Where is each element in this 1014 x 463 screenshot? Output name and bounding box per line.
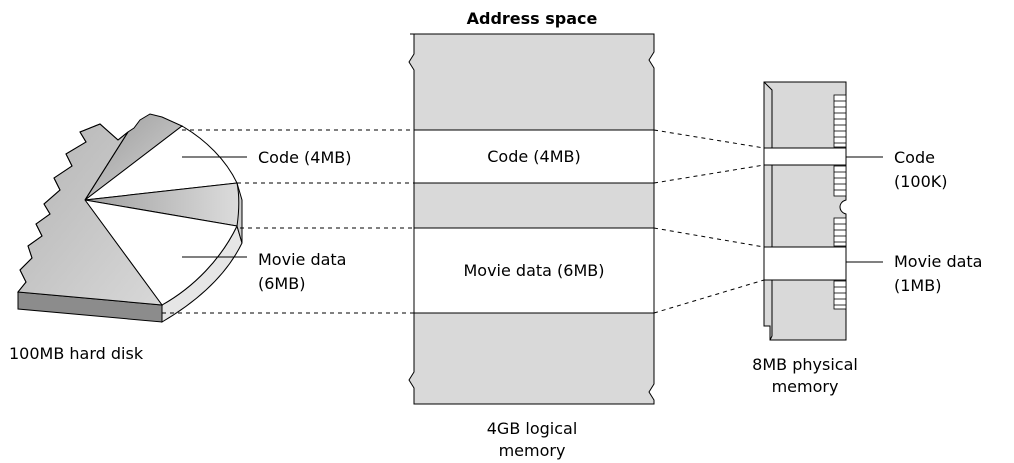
address-caption-line2: memory — [498, 441, 566, 460]
physical-memory-notch — [763, 81, 773, 341]
map-code-to-physical-top — [653, 129, 765, 149]
address-movie-label: Movie data (6MB) — [463, 261, 605, 280]
disk-movie-label-line1: Movie data — [258, 250, 347, 269]
physical-memory-module — [763, 81, 847, 341]
physical-caption-line2: memory — [771, 377, 839, 396]
memory-contacts-top — [833, 94, 847, 197]
mapping-lines — [162, 129, 765, 314]
map-movie-to-physical-bottom — [653, 279, 765, 314]
physical-caption-line1: 8MB physical — [752, 355, 858, 374]
disk-code-label: Code (4MB) — [258, 148, 352, 167]
disk-slice-top — [84, 113, 183, 201]
disk-slice-code — [83, 125, 238, 201]
disk-movie-label-line2: (6MB) — [258, 274, 306, 293]
physical-code-region — [763, 147, 847, 166]
map-code-to-physical-bottom — [653, 164, 765, 184]
memory-contacts-bottom — [833, 217, 847, 310]
physical-movie-region — [763, 246, 847, 281]
address-space-block — [408, 33, 655, 405]
physical-movie-label-line2: (1MB) — [894, 276, 942, 295]
address-space-outline — [408, 33, 655, 405]
disk-slice-movie — [83, 199, 238, 306]
disk-slice-left-edge — [17, 123, 129, 293]
address-code-label: Code (4MB) — [487, 147, 581, 166]
disk-caption: 100MB hard disk — [9, 344, 144, 363]
address-caption-line1: 4GB logical — [486, 419, 578, 438]
map-movie-to-physical-top — [653, 227, 765, 248]
hard-disk — [17, 113, 243, 323]
physical-code-label-line1: Code — [894, 148, 935, 167]
physical-movie-label-line1: Movie data — [894, 252, 983, 271]
physical-code-label-line2: (100K) — [894, 172, 948, 191]
address-code-region — [413, 129, 655, 184]
address-space-title: Address space — [466, 9, 598, 28]
address-movie-region — [413, 227, 655, 314]
